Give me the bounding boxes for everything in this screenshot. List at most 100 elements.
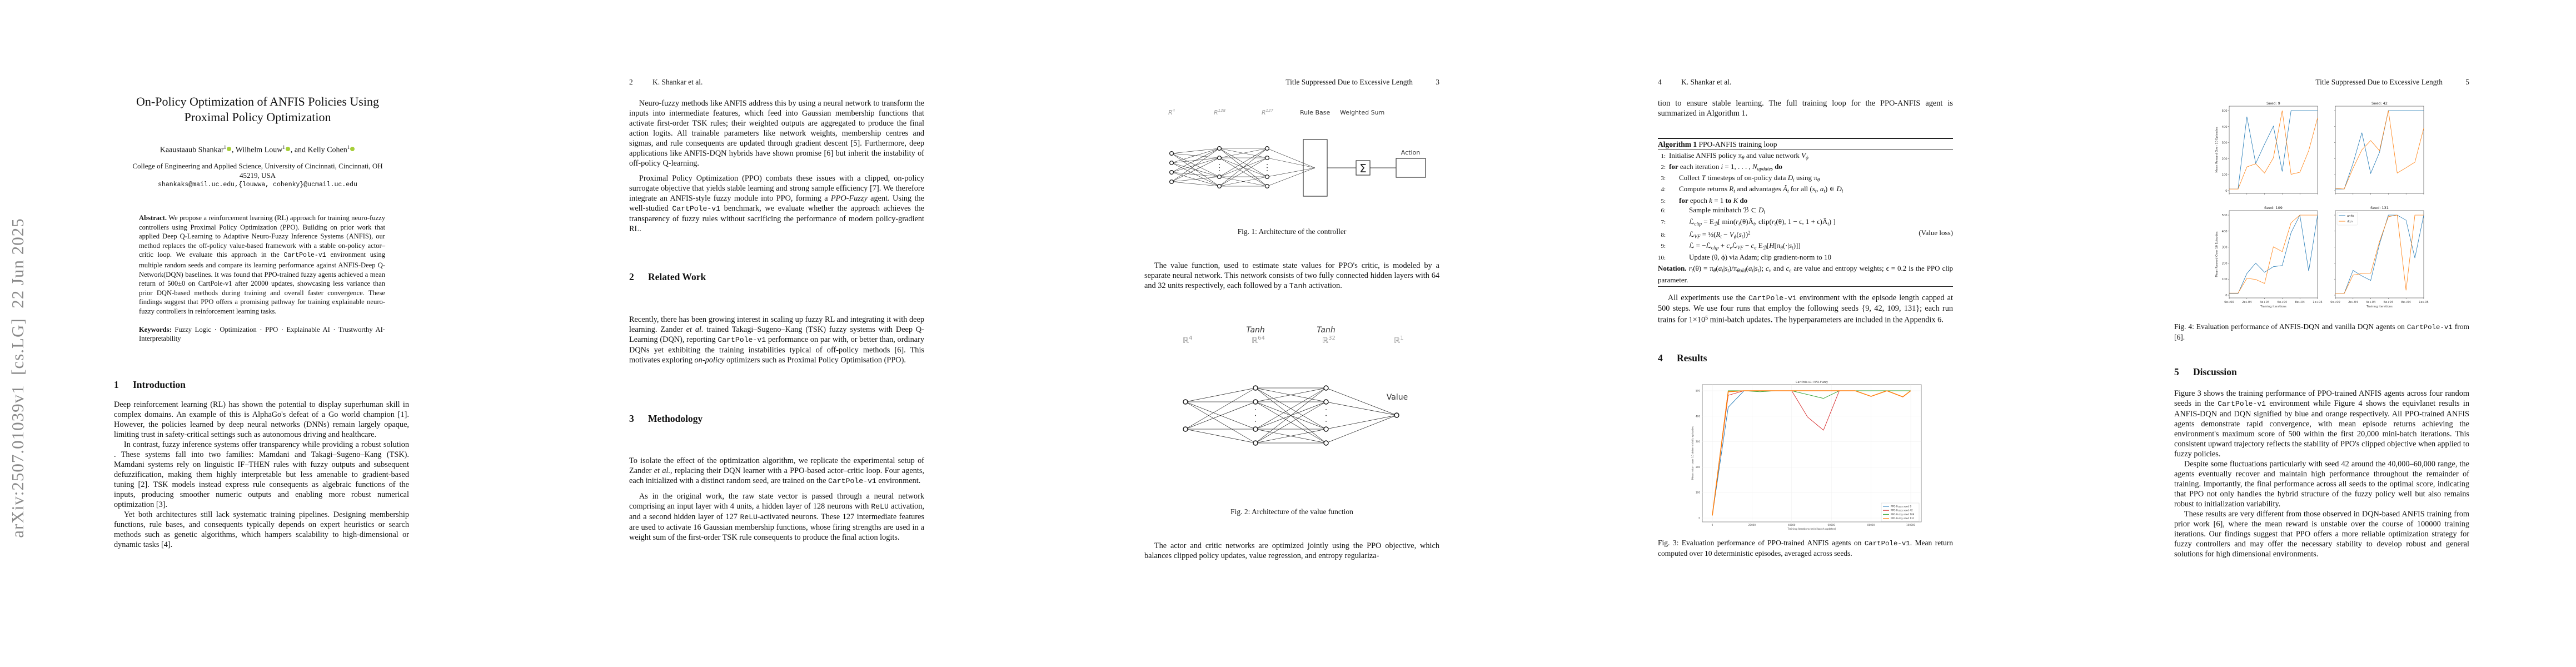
text-run: − bbox=[1743, 241, 1751, 250]
page-number: 5 bbox=[2465, 78, 2469, 86]
legend-label: PPO-Fuzzy seed 9 bbox=[1891, 505, 1911, 508]
series-line-dqn bbox=[2335, 110, 2424, 190]
ellipsis-dot bbox=[1255, 421, 1256, 422]
text-run: (θ), 1 − ϵ, 1 + ϵ)Â bbox=[1776, 217, 1828, 226]
edge bbox=[1326, 401, 1397, 416]
paragraph: All experiments use the CartPole-v1 envi… bbox=[1658, 293, 1953, 325]
edge bbox=[1326, 415, 1397, 430]
series-line-ppo-fuzzy-seed-131 bbox=[1712, 390, 1911, 516]
x-tick-label: 2e+04 bbox=[2348, 301, 2358, 304]
text-run: As in the original work, the raw state v… bbox=[629, 492, 924, 511]
value-function-paragraph: The value function, used to estimate sta… bbox=[1144, 261, 1439, 291]
orcid-icon[interactable] bbox=[226, 146, 231, 151]
text-run: = E bbox=[1702, 217, 1714, 226]
text-run: environment. bbox=[876, 476, 921, 485]
y-axis-label: Mean return over 10 deterministic episod… bbox=[1691, 426, 1695, 480]
discussion-body: Figure 3 shows the training performance … bbox=[2174, 389, 2469, 559]
text-run: r bbox=[1771, 217, 1775, 226]
text-run: Collect bbox=[1679, 173, 1702, 182]
step-text: Initialise ANFIS policy πθ and value net… bbox=[1669, 151, 1808, 161]
edge bbox=[1219, 157, 1268, 187]
text-run: (θ)Â bbox=[1740, 217, 1753, 226]
affiliation-line: 45219, USA bbox=[239, 171, 276, 180]
text-run: t bbox=[1753, 221, 1755, 227]
neuron-node bbox=[1265, 146, 1270, 151]
text-run: v bbox=[1730, 245, 1732, 251]
series-line-anfis bbox=[2229, 110, 2318, 190]
paragraph: Figure 3 shows the training performance … bbox=[2174, 389, 2469, 459]
y-tick-label: 400 bbox=[2222, 230, 2228, 233]
plot-area bbox=[1702, 384, 1922, 522]
text-run: r bbox=[1688, 264, 1692, 273]
text-run: k bbox=[1709, 196, 1712, 205]
x-tick-label: 40000 bbox=[1788, 524, 1796, 526]
text-run: optimizers such as Proximal Policy Optim… bbox=[724, 356, 906, 365]
text-run: Fuzzy Logic · Optimization · PPO · Expla… bbox=[139, 325, 385, 343]
step-text: for each iteration i = 1, . . . , Nupdat… bbox=[1669, 162, 1782, 172]
paragraph: Deep reinforcement learning (RL) has sho… bbox=[114, 400, 409, 440]
edge bbox=[1171, 172, 1220, 177]
text-run: ℒ bbox=[1732, 241, 1737, 250]
text-run: Keywords: bbox=[139, 325, 172, 334]
x-tick-label: 1e+05 bbox=[2313, 301, 2322, 304]
text-run: e bbox=[1789, 268, 1792, 273]
related-work-body: Recently, there has been growing interes… bbox=[629, 315, 924, 365]
layer-label-hidden-1: R128 bbox=[1214, 108, 1226, 116]
section-title: Discussion bbox=[2193, 366, 2237, 377]
section-title: Related Work bbox=[648, 271, 706, 282]
page-number: 2 bbox=[629, 78, 633, 86]
legend-label: dqn bbox=[2347, 220, 2353, 223]
orcid-icon[interactable] bbox=[350, 146, 355, 151]
text-run: clip bbox=[1694, 221, 1702, 227]
title-line-2: Proximal Policy Optimization bbox=[184, 110, 331, 124]
text-run: The value function, used to estimate sta… bbox=[1144, 261, 1439, 290]
text-run: for all ( bbox=[1788, 185, 1812, 193]
figure-4-caption: Fig. 4: Evaluation performance of ANFIS-… bbox=[2174, 322, 2469, 342]
neuron-node bbox=[1169, 151, 1174, 156]
text-run: from [6]. bbox=[2174, 322, 2470, 341]
section-title: Methodology bbox=[648, 413, 703, 424]
text-run: H bbox=[1769, 241, 1775, 250]
text-run: c bbox=[1786, 264, 1790, 273]
text-run: K bbox=[1733, 196, 1738, 205]
edge bbox=[1171, 148, 1220, 182]
text-run: , clip( bbox=[1755, 217, 1772, 226]
section-number: 1 bbox=[114, 379, 119, 390]
text-run: do bbox=[1775, 162, 1782, 171]
y-tick-label: 300 bbox=[2222, 246, 2228, 250]
orcid-icon[interactable] bbox=[285, 146, 290, 151]
step-number: 1: bbox=[1661, 152, 1666, 160]
text-run: − bbox=[1721, 230, 1730, 239]
y-tick-label: 300 bbox=[2222, 142, 2228, 145]
x-tick-label: 4e+04 bbox=[2260, 301, 2270, 304]
text-run: )) bbox=[1743, 230, 1748, 239]
page-number: 3 bbox=[1436, 78, 1439, 86]
author-name: Kelly Cohen bbox=[307, 146, 347, 155]
y-tick-label: 100 bbox=[2222, 278, 2228, 281]
text-run: Fig. 4: Evaluation performance of ANFIS-… bbox=[2174, 322, 2407, 331]
text-run: Sample minibatch ℬ ⊂ bbox=[1689, 206, 1759, 215]
subplot-title: Seed: 42 bbox=[2371, 101, 2388, 106]
layer-label-hidden-2: R127 bbox=[1262, 108, 1274, 116]
text-run: epoch bbox=[1688, 196, 1710, 205]
page-3: Title Suppressed Due to Excessive Length… bbox=[1030, 0, 1546, 667]
y-axis-label: Mean Reward Over 10 Episodes bbox=[2215, 231, 2219, 277]
arxiv-stamp: arXiv:2507.01039v1 [cs.LG] 22 Jun 2025 bbox=[7, 189, 29, 567]
paper-title: On-Policy Optimization of ANFIS Policies… bbox=[0, 94, 515, 125]
section-title: Introduction bbox=[133, 379, 186, 390]
text-run: s bbox=[1755, 264, 1758, 273]
neuron-node bbox=[1169, 180, 1174, 185]
legend-label: PPO-Fuzzy seed 131 bbox=[1891, 517, 1915, 520]
step-number: 2: bbox=[1661, 163, 1666, 171]
text-run: t bbox=[1722, 268, 1723, 273]
edge bbox=[1171, 148, 1220, 173]
algorithm-step: 4:Compute returns Rt and advantages Ât f… bbox=[1658, 185, 1953, 196]
text-run: ℬ bbox=[1713, 221, 1718, 227]
action-label: Action bbox=[1401, 149, 1420, 156]
text-run: ) ] bbox=[1828, 217, 1836, 226]
text-run: performance on par with, or better than,… bbox=[629, 335, 924, 365]
paragraph: tion to ensure stable learning. The full… bbox=[1658, 98, 1953, 118]
text-run: | bbox=[1723, 264, 1725, 273]
